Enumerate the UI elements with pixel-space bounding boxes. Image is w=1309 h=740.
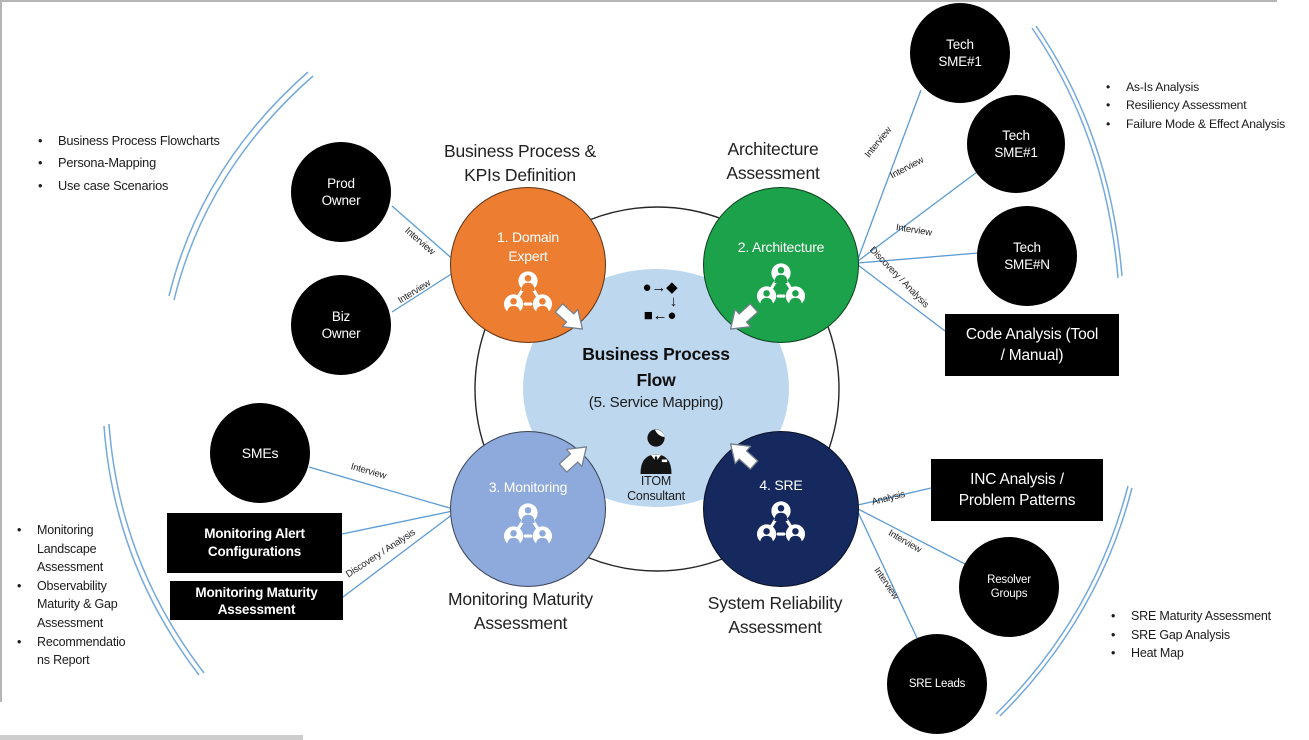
stage-circle-sre: 4. SRE [703, 431, 859, 587]
connector-label-discovery-analysis: Discovery / Analysis [344, 527, 418, 581]
window-edge-bottom [0, 735, 303, 740]
artifact-box-monitoring-alert-configurations: Monitoring Alert Configurations [167, 513, 342, 573]
bullet-item: Monitoring Landscape Assessment [14, 521, 140, 577]
artifact-box-code-analysis: Code Analysis (Tool / Manual) [945, 314, 1119, 376]
consultant-label: ITOM Consultant [627, 474, 685, 503]
heading-business-process-kpis: Business Process & KPIs Definition [443, 141, 597, 185]
actor-circle-tech-sme1: Tech SME#1 [967, 95, 1065, 193]
bullet-item: Failure Mode & Effect Analysis [1103, 115, 1309, 134]
team-icon [503, 270, 553, 315]
bullet-list-top-right: As-Is Analysis Resiliency Assessment Fai… [1103, 78, 1309, 134]
connector-label-interview: Interview [862, 124, 895, 160]
team-icon [756, 500, 806, 545]
window-edge-left [0, 0, 2, 702]
team-icon [756, 262, 806, 307]
bullet-item: Heat Map [1108, 644, 1308, 663]
actor-circle-resolver-groups: Resolver Groups [959, 537, 1059, 637]
stage-circle-label: 2. Architecture [737, 239, 825, 255]
connector-label-interview: Interview [888, 154, 926, 182]
stage-circle-label: 1. Domain Expert [496, 229, 559, 264]
connector-label-interview: Interview [396, 277, 433, 307]
consultant-icon [639, 428, 673, 479]
process-flow-icon: ●→◆ ↓ ■←● [636, 279, 684, 324]
window-edge-top [0, 0, 1277, 2]
actor-circle-biz-owner: Biz Owner [291, 275, 391, 375]
flow-icon-row: ■←● [643, 307, 677, 324]
flow-icon-row: ↓ [669, 293, 678, 310]
connector-label-interview: Interview [349, 461, 388, 482]
actor-circle-tech-smeN: Tech SME#N [977, 206, 1077, 306]
center-hub-title: Business Process Flow [582, 344, 730, 390]
heading-system-reliability-assessment: System Reliability Assessment [707, 593, 843, 637]
connector-label-interview: Interview [895, 222, 933, 239]
stage-circle-label: 3. Monitoring [488, 479, 568, 495]
connector-label-analysis: Analysis [870, 488, 907, 508]
stage-circle-monitoring: 3. Monitoring [450, 431, 606, 587]
bullet-item: SRE Gap Analysis [1108, 626, 1308, 645]
connector-label-discovery-analysis: Discovery / Analysis [867, 244, 931, 311]
center-hub-subtitle: (5. Service Mapping) [588, 394, 724, 411]
stage-circle-label: 4. SRE [759, 477, 803, 493]
connector-label-interview: Interview [886, 527, 924, 556]
bullet-item: Resiliency Assessment [1103, 96, 1309, 115]
team-icon [503, 502, 553, 547]
bullet-item: SRE Maturity Assessment [1108, 607, 1308, 626]
bullet-item: Observability Maturity & Gap Assessment [14, 577, 140, 633]
flow-icon-row: ●→◆ [642, 279, 678, 296]
bullet-item: Persona-Mapping [35, 152, 275, 175]
bullet-item: Business Process Flowcharts [35, 130, 275, 153]
heading-architecture-assessment: Architecture Assessment [726, 139, 820, 183]
actor-circle-sre-leads: SRE Leads [887, 634, 987, 734]
artifact-box-monitoring-maturity-assessment: Monitoring Maturity Assessment [170, 581, 343, 620]
bullet-list-bottom-left: Monitoring Landscape Assessment Observab… [14, 521, 140, 670]
actor-circle-tech-sme1: Tech SME#1 [910, 3, 1010, 103]
bullet-list-top-left: Business Process Flowcharts Persona-Mapp… [35, 130, 275, 198]
stage-circle-architecture: 2. Architecture [703, 187, 859, 343]
bullet-item: As-Is Analysis [1103, 78, 1309, 97]
connector-label-interview: Interview [871, 565, 901, 602]
bullet-item: Recommendatio ns Report [14, 633, 140, 670]
connector-label-interview: Interview [402, 225, 437, 258]
stage-circle-domain-expert: 1. Domain Expert [450, 187, 606, 343]
bullet-item: Use case Scenarios [35, 175, 275, 198]
bullet-list-bottom-right: SRE Maturity Assessment SRE Gap Analysis… [1108, 607, 1308, 663]
heading-monitoring-maturity-assessment: Monitoring Maturity Assessment [447, 589, 593, 633]
artifact-box-inc-analysis: INC Analysis / Problem Patterns [931, 459, 1103, 521]
actor-circle-smes: SMEs [210, 403, 310, 503]
actor-circle-prod-owner: Prod Owner [291, 142, 391, 242]
